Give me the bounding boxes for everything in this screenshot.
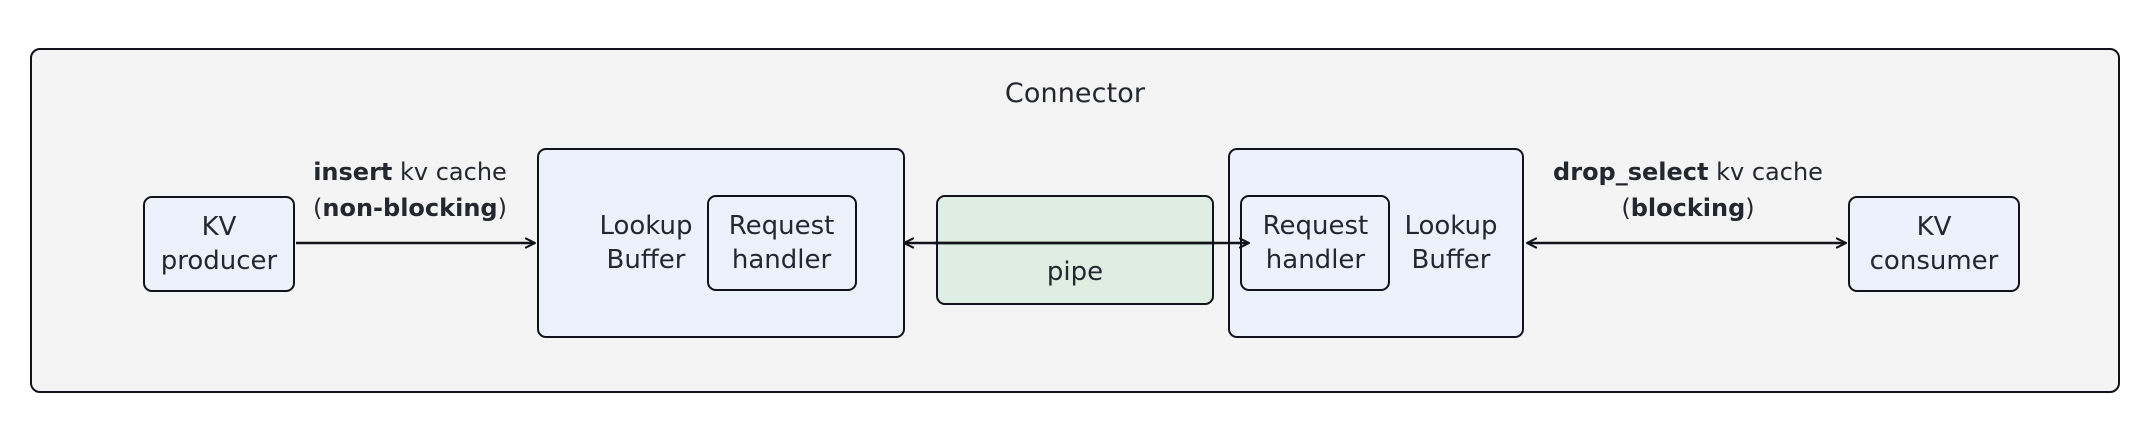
edge-label-insert-line-2: (non-blocking) xyxy=(262,190,558,226)
node-kv-producer[interactable]: KV producer xyxy=(143,196,295,292)
lookup-buffer-left-line-1: Lookup xyxy=(599,211,693,241)
request-handler-right-line-1: Request xyxy=(1262,211,1369,241)
edge-label-insert-line-1: insert kv cache xyxy=(262,154,558,190)
edge-label-insert-rest: kv cache xyxy=(392,158,507,186)
lookup-buffer-right-line-1: Lookup xyxy=(1404,211,1498,241)
edge-label-drop-select-line-2: (blocking) xyxy=(1527,190,1849,226)
edge-label-insert: insert kv cache (non-blocking) xyxy=(262,154,558,226)
edge-label-drop-select-rest: kv cache xyxy=(1708,158,1823,186)
connector-title: Connector xyxy=(1004,78,1146,109)
edge-label-insert-open: ( xyxy=(313,194,323,222)
node-lookup-buffer-right[interactable]: Request handler Lookup Buffer xyxy=(1228,148,1524,338)
node-kv-consumer[interactable]: KV consumer xyxy=(1848,196,2020,292)
lookup-buffer-left-label: Lookup Buffer xyxy=(585,209,706,277)
edge-label-drop-select-bold: drop_select xyxy=(1553,158,1709,186)
edge-label-insert-bold: insert xyxy=(313,158,393,186)
edge-label-insert-close: ) xyxy=(497,194,507,222)
lookup-buffer-right-label: Lookup Buffer xyxy=(1390,209,1511,277)
kv-producer-line-2: producer xyxy=(160,246,278,276)
node-request-handler-left[interactable]: Request handler xyxy=(706,195,857,291)
request-handler-left-line-2: handler xyxy=(731,245,832,275)
request-handler-right-line-2: handler xyxy=(1265,245,1366,275)
node-request-handler-right[interactable]: Request handler xyxy=(1240,195,1391,291)
lookup-buffer-left-line-2: Buffer xyxy=(606,245,686,275)
kv-consumer-line-2: consumer xyxy=(1869,246,1999,276)
lookup-buffer-left-row: Lookup Buffer Request handler xyxy=(539,150,903,336)
edge-label-drop-select: drop_select kv cache (blocking) xyxy=(1527,154,1849,226)
node-pipe[interactable]: pipe xyxy=(936,195,1214,305)
request-handler-left-line-1: Request xyxy=(728,211,835,241)
pipe-label: pipe xyxy=(1046,257,1104,287)
node-lookup-buffer-left[interactable]: Lookup Buffer Request handler xyxy=(537,148,905,338)
edge-label-drop-select-close: ) xyxy=(1745,194,1755,222)
kv-consumer-line-1: KV xyxy=(1916,212,1952,242)
lookup-buffer-right-row: Request handler Lookup Buffer xyxy=(1230,150,1522,336)
edge-label-drop-select-open: ( xyxy=(1621,194,1631,222)
edge-label-insert-mode: non-blocking xyxy=(322,194,498,222)
lookup-buffer-right-line-2: Buffer xyxy=(1411,245,1491,275)
edge-label-drop-select-mode: blocking xyxy=(1630,194,1746,222)
edge-label-drop-select-line-1: drop_select kv cache xyxy=(1527,154,1849,190)
kv-producer-line-1: KV xyxy=(201,212,237,242)
